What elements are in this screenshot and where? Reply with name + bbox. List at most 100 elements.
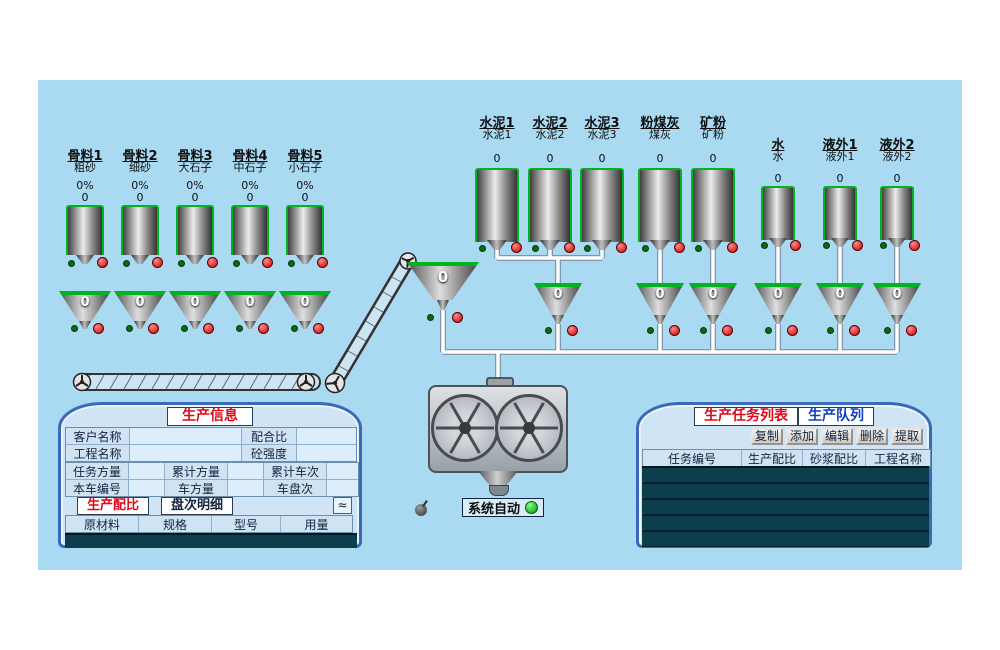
valve-icon[interactable] <box>415 504 427 516</box>
cement2-unit: 水泥2 水泥2 0 <box>518 112 582 262</box>
aggregate-weigh-hopper[interactable]: 0 <box>169 291 221 321</box>
aggregate-silo[interactable] <box>66 205 104 255</box>
status-dot <box>288 260 295 267</box>
discharge-indicator <box>258 323 269 334</box>
tank-level: 0 <box>836 172 844 185</box>
silo-outlet <box>592 240 612 250</box>
aggregate-silo[interactable] <box>286 205 324 255</box>
mixer-wheel-right <box>495 394 563 462</box>
twin-shaft-mixer[interactable] <box>428 377 568 496</box>
water-tank[interactable] <box>761 186 795 240</box>
additive-tank[interactable] <box>823 186 857 240</box>
wheel-hub <box>459 422 471 434</box>
status-dot <box>123 260 130 267</box>
gate-indicator <box>207 257 218 268</box>
silo-outlet <box>296 255 314 264</box>
material-title: 骨料3 <box>177 149 213 164</box>
status-dot <box>584 245 591 252</box>
material-title: 液外1 <box>822 138 858 153</box>
flyash-weigh-hopper[interactable]: 0 <box>636 283 684 341</box>
material-subtitle: 水泥3 <box>587 128 617 141</box>
edit-button[interactable]: 编辑 <box>820 428 853 445</box>
additive1-weigh-hopper[interactable]: 0 <box>816 283 864 341</box>
horizontal-conveyor <box>73 373 321 391</box>
material-title: 水 <box>771 138 785 153</box>
aggregate-weigh-hopper[interactable]: 0 <box>279 291 331 321</box>
mineral-weigh-hopper[interactable]: 0 <box>689 283 737 341</box>
mixer-discharge-gate <box>489 485 509 496</box>
cement-silo[interactable] <box>528 168 572 242</box>
flyash-silo[interactable] <box>638 168 682 242</box>
tab-batch-detail[interactable]: 盘次明细 <box>161 497 234 515</box>
status-dot <box>827 327 834 334</box>
tab-production-ratio[interactable]: 生产配比 <box>77 497 150 515</box>
tank-level: 0 <box>893 172 901 185</box>
mineral-powder-unit: 矿粉 矿粉 0 <box>681 112 745 262</box>
aggregate-silo[interactable] <box>231 205 269 255</box>
aggregate-silo[interactable] <box>121 205 159 255</box>
task-volume-value <box>129 463 164 479</box>
silo-outlet <box>703 240 723 250</box>
hopper-outlet <box>299 321 311 329</box>
pipes-and-conveyors-layer <box>72 240 900 394</box>
task-volume-label: 任务方量 <box>66 463 128 479</box>
copy-button[interactable]: 复制 <box>750 428 783 445</box>
cement-silo[interactable] <box>475 168 519 242</box>
material-subtitle: 水泥2 <box>535 128 565 141</box>
add-button[interactable]: 添加 <box>785 428 818 445</box>
delete-button[interactable]: 删除 <box>855 428 888 445</box>
panel-title-queue[interactable]: 生产队列 <box>798 407 874 426</box>
cement-silo[interactable] <box>580 168 624 242</box>
task-toolbar: 复制 添加 编辑 删除 提取 <box>750 428 923 445</box>
total-trips-label: 累计车次 <box>264 463 326 479</box>
additive-tank[interactable] <box>880 186 914 240</box>
mix-ratio-value <box>297 428 356 444</box>
hopper-weight: 0 <box>835 287 845 302</box>
silo-level: 0 <box>301 191 309 204</box>
aggregate-weigh-hopper[interactable]: 0 <box>114 291 166 321</box>
discharge-indicator <box>203 323 214 334</box>
gate-indicator <box>511 242 522 253</box>
gate-indicator <box>317 257 328 268</box>
discharge-indicator <box>567 325 578 336</box>
additive2-weigh-hopper[interactable]: 0 <box>873 283 921 341</box>
hopper-shape: 0 <box>636 283 684 315</box>
material-title: 骨料5 <box>287 149 323 164</box>
info-grid-top: 客户名称 配合比 工程名称 砼强度 <box>65 427 357 462</box>
aggregate-weigh-hopper[interactable]: 0 <box>224 291 276 321</box>
status-dot <box>532 245 539 252</box>
water-weigh-hopper[interactable]: 0 <box>754 283 802 341</box>
aggregate-weigh-hopper[interactable]: 0 <box>59 291 111 321</box>
panel-title: 生产信息 <box>167 407 253 426</box>
cement-weigh-hopper[interactable]: 0 <box>534 283 582 341</box>
material-title: 粉煤灰 <box>640 116 680 131</box>
column-project-name: 工程名称 <box>866 450 930 466</box>
material-subtitle: 水泥1 <box>482 128 512 141</box>
collapse-control[interactable]: ≈ <box>333 497 352 514</box>
silo-level: 0 <box>191 191 199 204</box>
wheel-hub <box>523 422 535 434</box>
task-table-body[interactable] <box>642 466 929 547</box>
discharge-indicator <box>849 325 860 336</box>
gate-percent: 0% <box>296 179 314 192</box>
extract-button[interactable]: 提取 <box>890 428 923 445</box>
material-subtitle: 中石子 <box>233 161 267 174</box>
panel-title-task-list[interactable]: 生产任务列表 <box>694 407 798 426</box>
hopper-outlet <box>134 321 146 329</box>
project-value <box>130 445 241 461</box>
column-task-no: 任务编号 <box>643 450 741 466</box>
transfer-hopper[interactable]: 0 <box>407 262 479 323</box>
status-dot <box>761 242 768 249</box>
auto-mode-light-icon <box>525 501 539 514</box>
material-title: 骨料1 <box>67 149 103 164</box>
aggregate-silo[interactable] <box>176 205 214 255</box>
mineral-silo[interactable] <box>691 168 735 242</box>
gate-indicator <box>564 242 575 253</box>
materials-table-body[interactable] <box>65 532 357 548</box>
pipes <box>441 240 899 385</box>
strength-label: 砼强度 <box>242 445 296 461</box>
system-mode-indicator[interactable]: 系统自动 <box>462 498 545 517</box>
material-subtitle: 矿粉 <box>702 128 724 141</box>
gate-indicator <box>909 240 920 251</box>
